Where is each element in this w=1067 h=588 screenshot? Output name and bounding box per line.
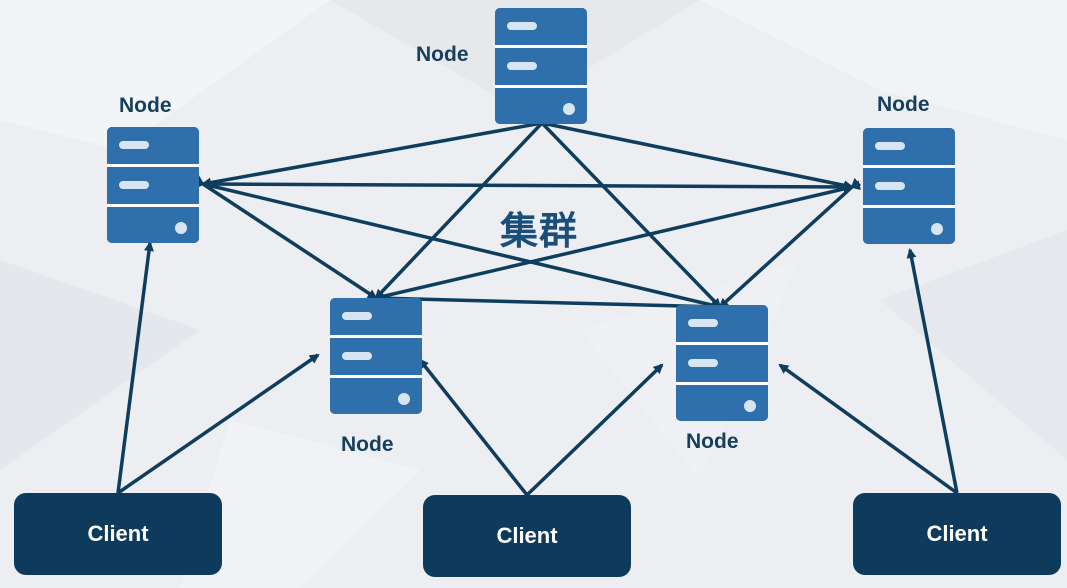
node-label-left: Node — [119, 94, 172, 117]
client-label-right: Client — [926, 521, 988, 546]
node-label-right: Node — [877, 93, 930, 116]
server-node-mid-left[interactable] — [330, 298, 422, 414]
server-node-left[interactable] — [107, 127, 199, 243]
client-left[interactable]: Client — [14, 493, 222, 575]
server-node-top[interactable] — [495, 8, 587, 124]
cluster-label: 集群 — [500, 209, 579, 253]
node-label-mid-right: Node — [686, 430, 739, 453]
client-label-left: Client — [87, 521, 149, 546]
client-right[interactable]: Client — [853, 493, 1061, 575]
server-node-right[interactable] — [863, 128, 955, 244]
node-label-top: Node — [416, 43, 469, 66]
client-label-center: Client — [496, 523, 558, 548]
client-center[interactable]: Client — [423, 495, 631, 577]
node-label-mid-left: Node — [341, 433, 394, 456]
server-node-mid-right[interactable] — [676, 305, 768, 421]
